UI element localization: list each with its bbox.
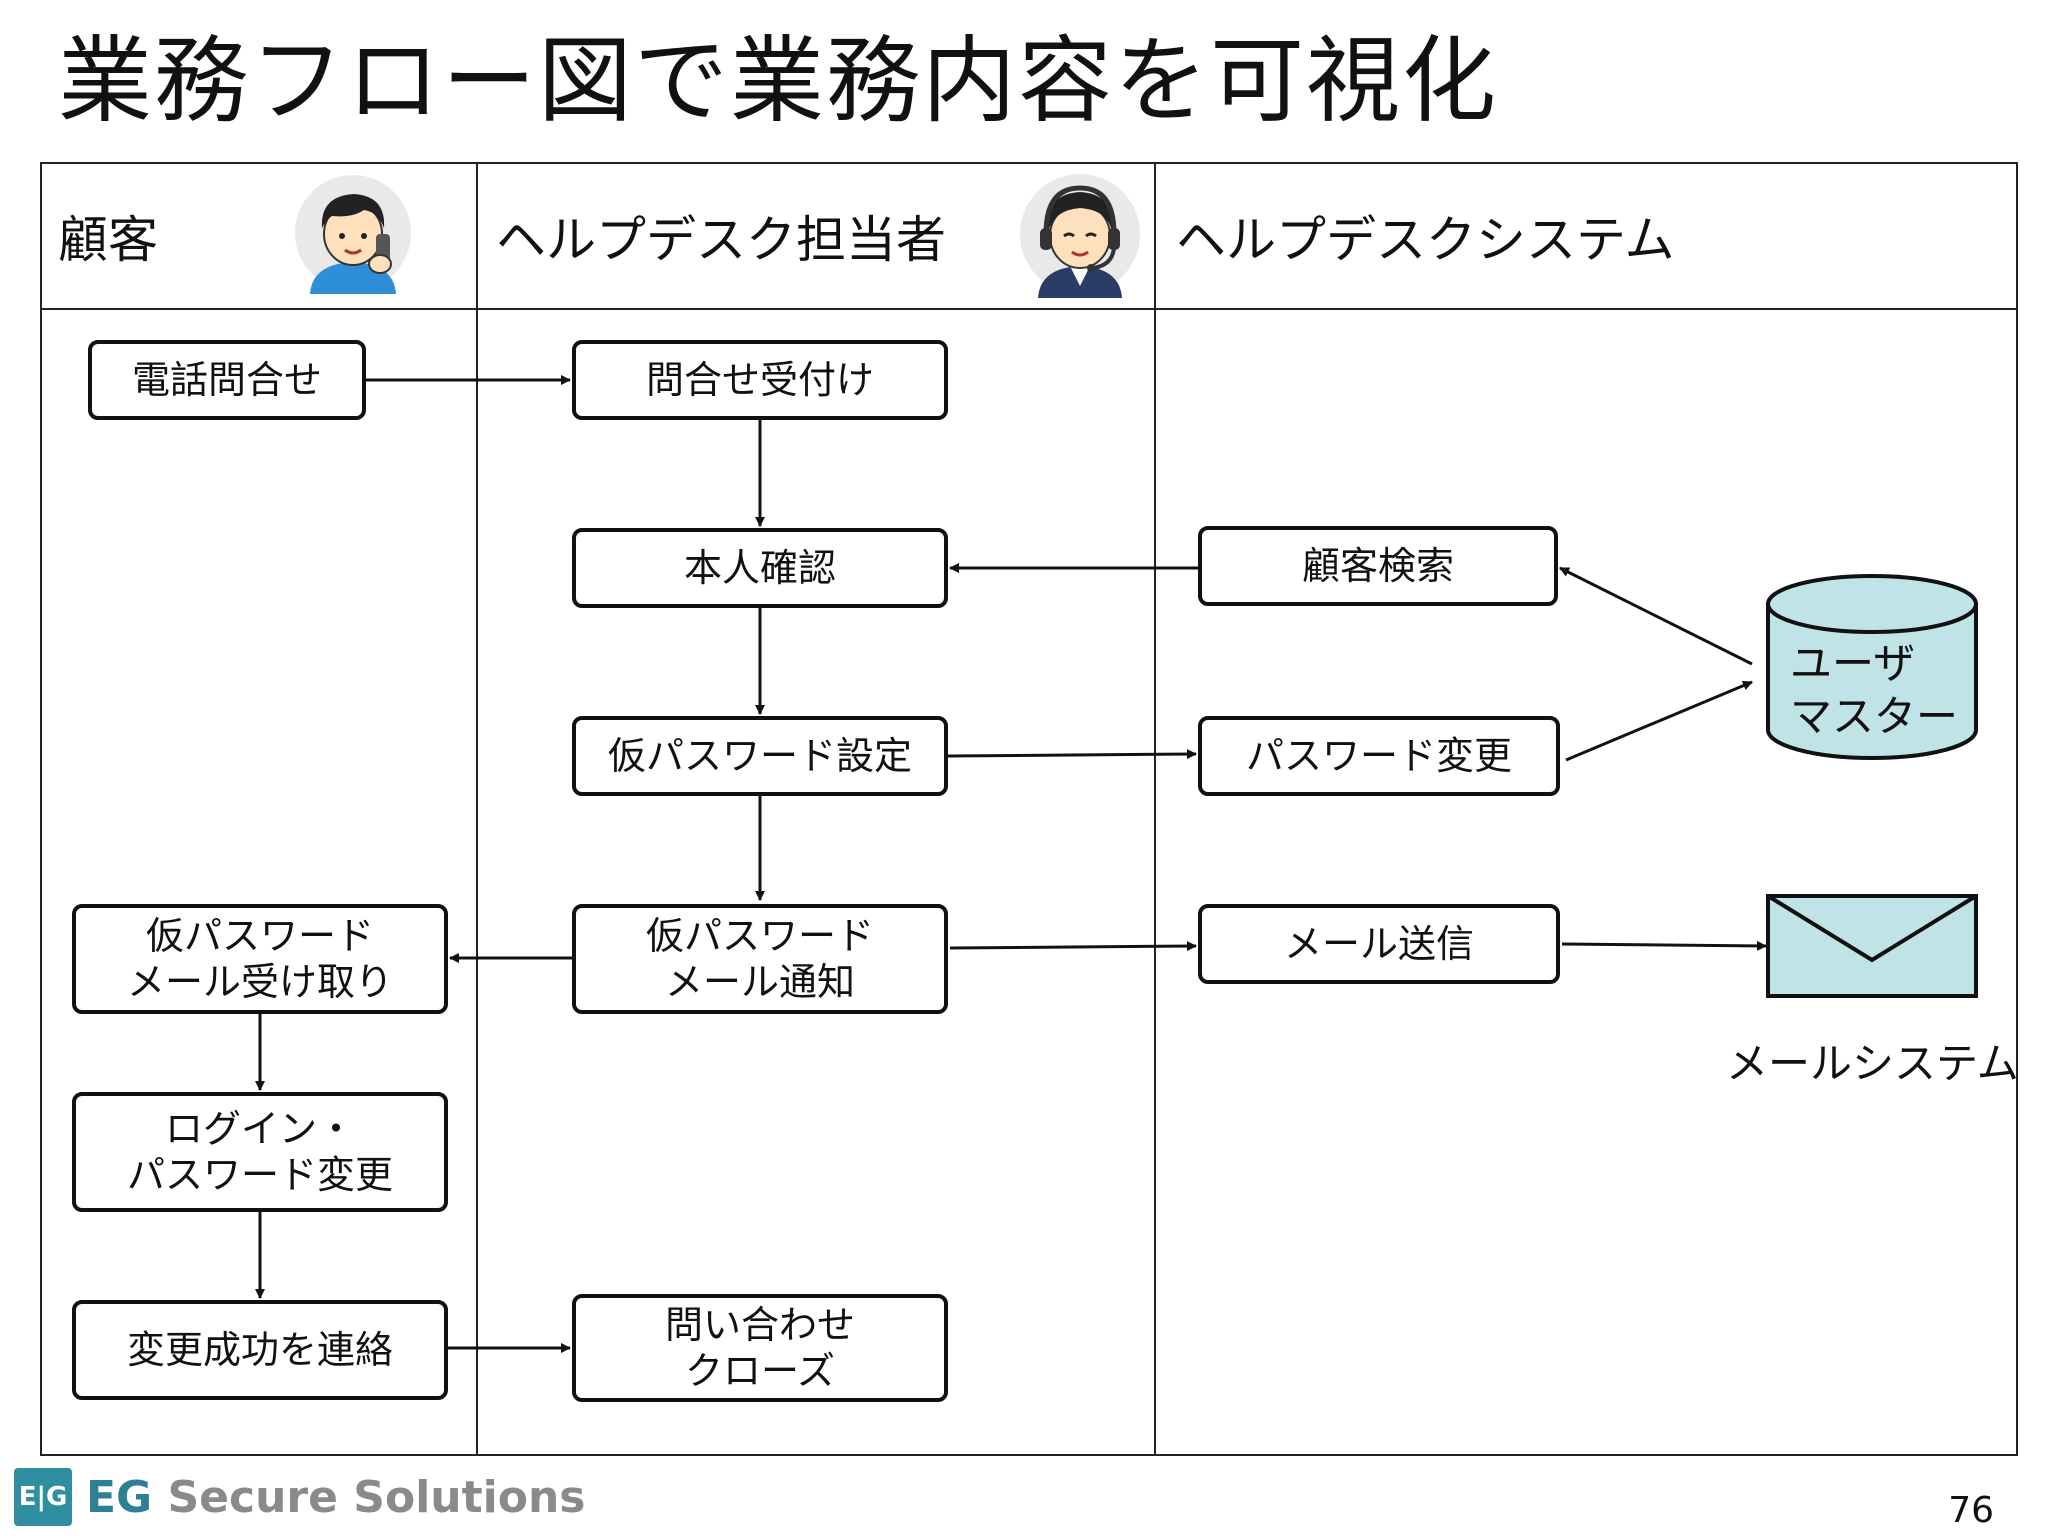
box-password-change-system: パスワード変更	[1198, 716, 1560, 796]
box-label: 変更成功を連絡	[126, 1327, 393, 1372]
box-change-success-contact: 変更成功を連絡	[72, 1300, 448, 1400]
box-inquiry-close: 問い合わせ クローズ	[572, 1294, 948, 1402]
box-customer-search: 顧客検索	[1198, 526, 1558, 606]
box-label: 仮パスワード メール受け取り	[126, 913, 393, 1004]
box-temp-password-set: 仮パスワード設定	[572, 716, 948, 796]
lane-divider	[1154, 162, 1156, 1456]
box-identity-check: 本人確認	[572, 528, 948, 608]
box-temp-password-mail-receive: 仮パスワード メール受け取り	[72, 904, 448, 1014]
box-label: 顧客検索	[1301, 543, 1454, 588]
box-mail-send: メール送信	[1198, 904, 1560, 984]
box-label: ログイン・ パスワード変更	[126, 1106, 393, 1197]
database-label: ユーザ マスター	[1790, 639, 1959, 741]
helpdesk-operator-headset-avatar-icon	[1020, 174, 1140, 298]
mail-system-label: メールシステム	[1726, 1039, 2019, 1088]
company-logo: E|G EG Secure Solutions	[14, 1468, 585, 1526]
box-temp-password-mail-notify: 仮パスワード メール通知	[572, 904, 948, 1014]
box-label: 仮パスワード メール通知	[645, 913, 874, 1004]
box-label: 本人確認	[683, 545, 836, 590]
box-phone-inquiry: 電話問合せ	[88, 340, 366, 420]
lane-divider	[476, 162, 478, 1456]
box-label: 問合せ受付け	[645, 357, 874, 402]
lane-header-divider	[40, 308, 2018, 310]
lane-label-helpdesk-system: ヘルプデスクシステム	[1176, 211, 1675, 269]
logo-text: EG Secure Solutions	[86, 1472, 585, 1523]
box-label: メール送信	[1283, 921, 1474, 966]
page-number: 76	[1948, 1490, 1994, 1531]
swimlane-frame	[40, 162, 2018, 1456]
box-label: 電話問合せ	[131, 357, 322, 402]
logo-text-rest: Secure Solutions	[152, 1471, 586, 1523]
box-label: 仮パスワード設定	[607, 733, 912, 778]
page-title: 業務フロー図で業務内容を可視化	[58, 27, 1499, 136]
logo-text-eg: EG	[86, 1471, 153, 1523]
envelope-icon	[1766, 894, 1978, 998]
lane-label-helpdesk-staff: ヘルプデスク担当者	[496, 211, 946, 269]
customer-on-phone-avatar-icon	[295, 175, 411, 294]
lane-label-customer: 顧客	[58, 211, 158, 269]
box-login-password-change: ログイン・ パスワード変更	[72, 1092, 448, 1212]
logo-mark: E|G	[14, 1468, 72, 1526]
box-inquiry-reception: 問合せ受付け	[572, 340, 948, 420]
box-label: 問い合わせ クローズ	[664, 1302, 855, 1393]
box-label: パスワード変更	[1245, 733, 1512, 778]
database-cylinder-icon	[1766, 574, 1978, 760]
